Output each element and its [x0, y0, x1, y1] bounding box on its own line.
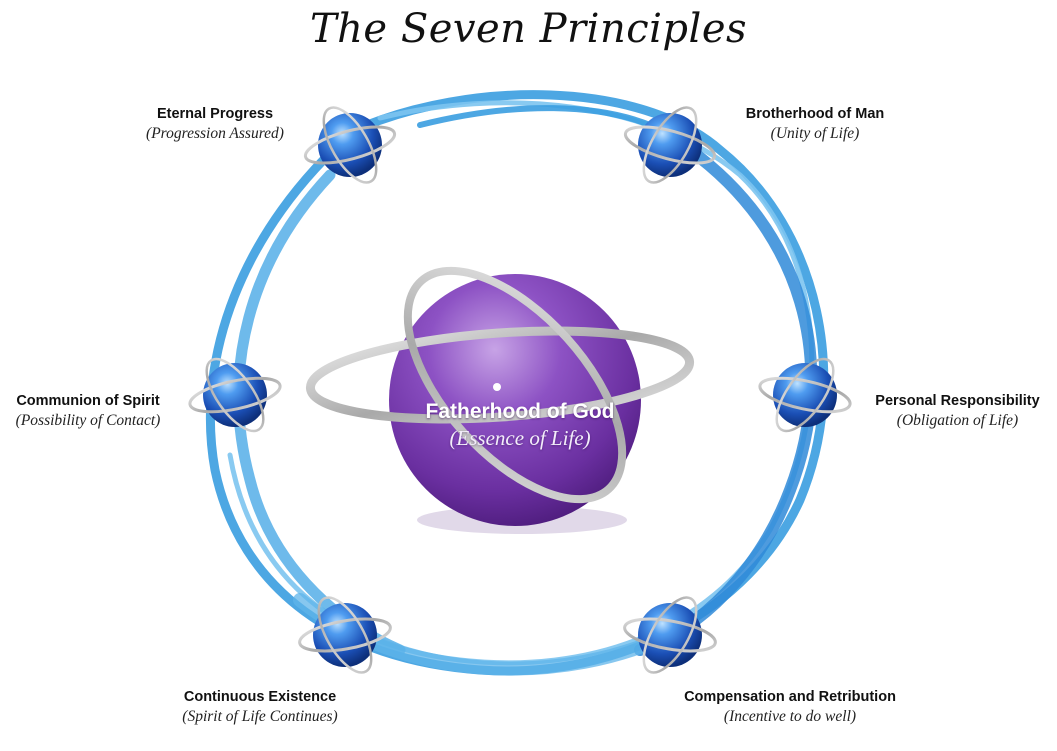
center-principle-name: Fatherhood of God: [425, 400, 615, 423]
silver-orbit-ring-icon: [642, 106, 698, 184]
principle-subtitle: (Possibility of Contact): [15, 412, 161, 429]
silver-orbit-ring-icon: [205, 357, 265, 433]
principle-label-communion-of-spirit: Communion of Spirit (Possibility of Cont…: [2, 392, 174, 430]
principle-subtitle: (Incentive to do well): [723, 708, 857, 725]
node-sphere: [623, 596, 717, 674]
blue-sphere-icon: [313, 603, 377, 667]
silver-orbit-ring-icon: [317, 596, 373, 674]
node-sphere: [758, 357, 852, 433]
silver-orbit-ring-icon: [305, 326, 695, 424]
silver-orbit-ring-icon: [188, 376, 282, 414]
node-sphere: [623, 106, 717, 184]
principle-name: Communion of Spirit: [16, 393, 160, 409]
principle-subtitle: (Spirit of Life Continues): [182, 708, 338, 725]
principle-label-eternal-progress: Eternal Progress (Progression Assured): [105, 105, 325, 143]
principle-name: Brotherhood of Man: [745, 106, 885, 122]
silver-orbit-ring-icon: [758, 376, 852, 414]
node-sphere: [188, 357, 282, 433]
ring-stroke-sweep-right: [634, 144, 818, 656]
principle-label-compensation-and-retribution: Compensation and Retribution (Incentive …: [665, 688, 915, 726]
silver-orbit-ring-icon: [322, 106, 378, 184]
silver-orbit-ring-icon: [642, 596, 698, 674]
ring-stroke-top: [417, 105, 653, 128]
node-sphere: [303, 106, 397, 184]
center-principle-subtitle: (Essence of Life): [449, 426, 591, 450]
silver-orbit-ring-icon: [623, 125, 717, 165]
principle-name: Compensation and Retribution: [684, 689, 896, 705]
node-sphere: [298, 596, 392, 674]
principle-name: Personal Responsibility: [875, 393, 1040, 409]
silver-orbit-ring-icon: [775, 357, 835, 433]
diagram-title: The Seven Principles: [309, 6, 748, 52]
silver-orbit-ring-icon: [623, 617, 717, 653]
principle-label-continuous-existence: Continuous Existence (Spirit of Life Con…: [150, 688, 370, 726]
blue-sphere-icon: [318, 113, 382, 177]
blue-sphere-icon: [638, 113, 702, 177]
silver-orbit-ring-icon: [303, 125, 397, 165]
principle-name: Eternal Progress: [156, 106, 274, 122]
principle-label-personal-responsibility: Personal Responsibility (Obligation of L…: [860, 392, 1055, 430]
center-label: Fatherhood of God (Essence of Life): [380, 398, 660, 452]
center-sphere-glint: [493, 383, 501, 391]
center-sphere: [305, 266, 695, 534]
blue-sphere-icon: [638, 603, 702, 667]
silver-orbit-ring-icon: [403, 266, 627, 504]
principle-label-brotherhood-of-man: Brotherhood of Man (Unity of Life): [705, 105, 925, 143]
principle-name: Continuous Existence: [183, 689, 337, 705]
principle-subtitle: (Progression Assured): [146, 125, 284, 142]
silver-orbit-ring-icon: [298, 617, 392, 653]
principle-subtitle: (Unity of Life): [770, 125, 860, 142]
principle-subtitle: (Obligation of Life): [896, 412, 1019, 429]
